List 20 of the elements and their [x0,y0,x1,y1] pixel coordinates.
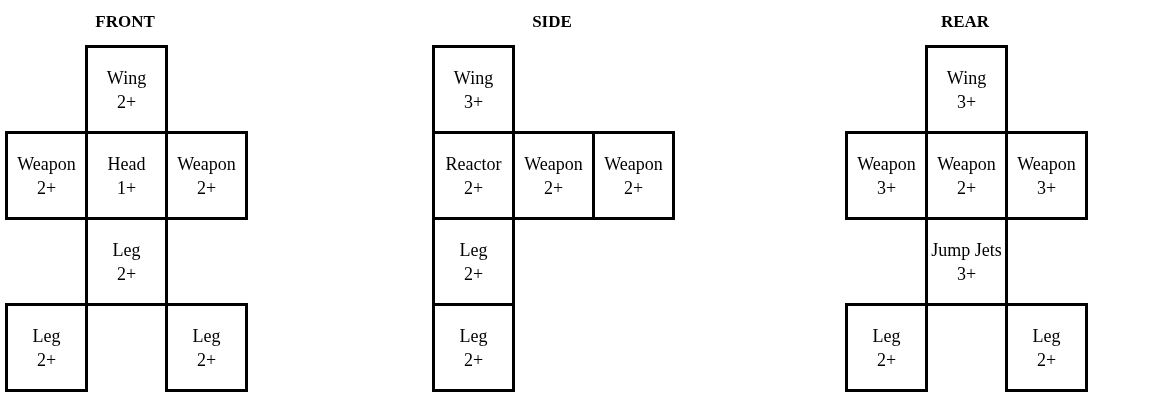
hit-location-box: Weapon 2+ [512,131,595,220]
hit-location-box: Wing 2+ [85,45,168,134]
hit-location-box: Leg 2+ [1005,303,1088,392]
hit-location-box: Leg 2+ [165,303,248,392]
hit-location-box: Weapon 2+ [165,131,248,220]
hit-location-box: Leg 2+ [432,217,515,306]
hit-location-box: Leg 2+ [85,217,168,306]
hit-location-box: Jump Jets 3+ [925,217,1008,306]
view-heading: REAR [940,12,990,32]
hit-location-box: Leg 2+ [432,303,515,392]
hit-location-box: Weapon 2+ [592,131,675,220]
view-heading: SIDE [532,12,572,32]
hit-location-box: Wing 3+ [925,45,1008,134]
hit-location-box: Weapon 3+ [1005,131,1088,220]
hit-location-box: Wing 3+ [432,45,515,134]
hit-location-box: Weapon 3+ [845,131,928,220]
hit-location-box: Leg 2+ [5,303,88,392]
view-heading: FRONT [95,12,155,32]
hit-location-box: Leg 2+ [845,303,928,392]
hit-location-box: Weapon 2+ [5,131,88,220]
